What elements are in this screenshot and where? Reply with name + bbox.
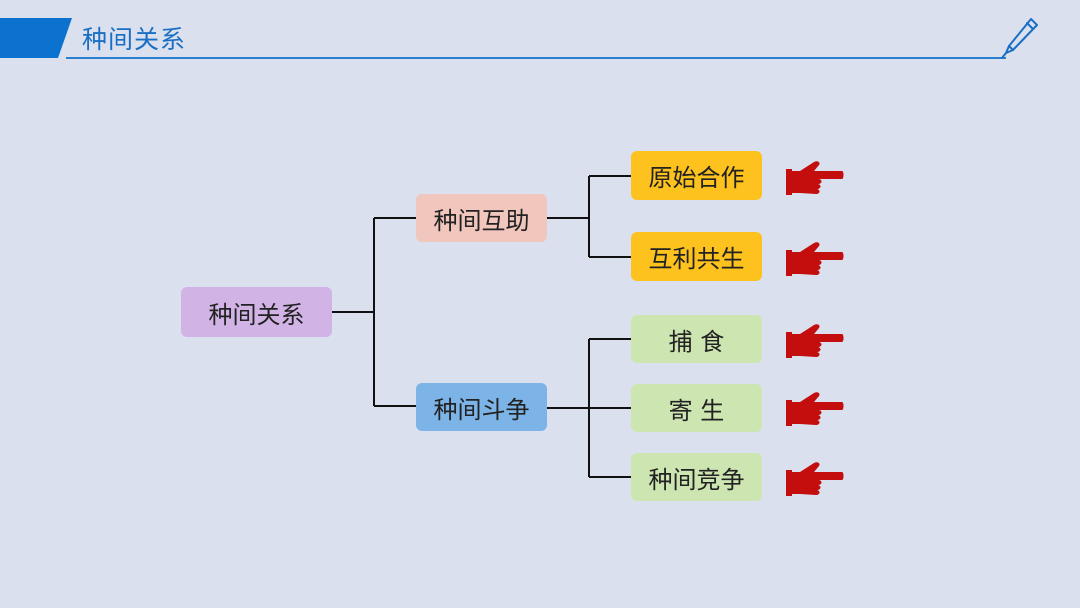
pointing-hand-icon[interactable] [786,458,844,498]
node-predation: 捕 食 [631,315,762,363]
node-mutual-aid: 种间互助 [416,194,547,242]
node-cooperation: 原始合作 [631,151,762,200]
node-root: 种间关系 [181,287,332,337]
node-struggle: 种间斗争 [416,383,547,431]
pointing-hand-icon[interactable] [786,157,844,197]
pen-icon [1001,18,1038,59]
node-mutualism: 互利共生 [631,232,762,281]
header-divider [66,57,1006,59]
pointing-hand-icon[interactable] [786,320,844,360]
page-title: 种间关系 [82,25,187,54]
header-accent-bar [0,18,72,58]
node-competition: 种间竞争 [631,453,762,501]
pointing-hand-icon[interactable] [786,388,844,428]
pointing-hand-icon[interactable] [786,238,844,278]
node-parasitism: 寄 生 [631,384,762,432]
